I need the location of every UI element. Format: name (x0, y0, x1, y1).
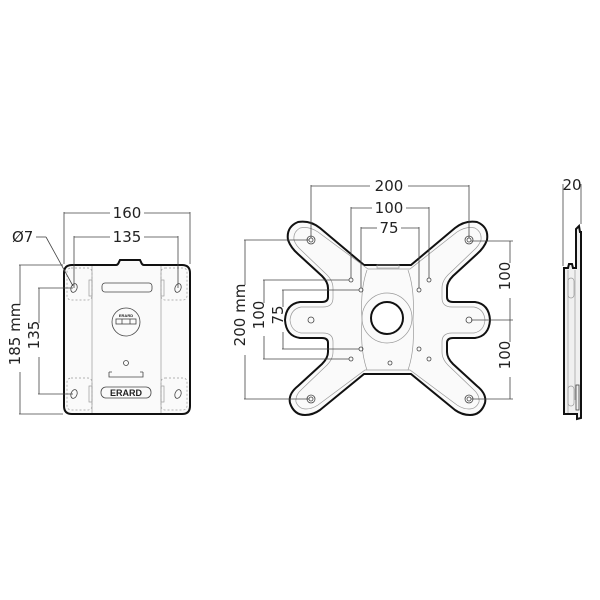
vesa-plate-view: 200 100 75 200 mm 100 75 (231, 177, 514, 417)
hole-spacing-vertical-label: 135 (25, 321, 43, 350)
spirit-level-icon (111, 307, 141, 337)
vesa-75-width-label: 75 (379, 219, 398, 237)
brand-label: ERARD (110, 388, 143, 398)
depth-dimension-label: 20 (562, 176, 581, 194)
hole-spacing-horizontal-label: 135 (113, 228, 142, 246)
side-profile-outline (563, 223, 582, 421)
vesa-100-width-label: 100 (375, 199, 404, 217)
level-label: ERARD (119, 313, 133, 318)
wall-plate-outline (63, 259, 191, 415)
brand-badge (100, 386, 152, 399)
side-view: 20 (562, 176, 582, 421)
vesa-75-height-label: 75 (269, 305, 287, 324)
mounting-hole (70, 389, 78, 399)
vesa-200-height-label: 200 mm (231, 284, 249, 347)
vesa-right-lower-label: 100 (496, 341, 514, 370)
mounting-hole (70, 283, 78, 293)
hole-diameter-label: Ø7 (12, 228, 33, 246)
height-dimension-label: 185 mm (6, 303, 24, 366)
mounting-hole (174, 283, 182, 293)
vesa-right-upper-label: 100 (496, 262, 514, 291)
side-hole (307, 316, 315, 324)
mounting-hole (174, 389, 182, 399)
width-dimension-label: 160 (113, 204, 142, 222)
vesa-100-height-label: 100 (250, 301, 268, 330)
vesa-200-width-label: 200 (375, 177, 404, 195)
center-hole (370, 301, 404, 335)
wall-plate-view: ERARD ERARD 160 135 Ø7 185 mm (6, 204, 191, 415)
